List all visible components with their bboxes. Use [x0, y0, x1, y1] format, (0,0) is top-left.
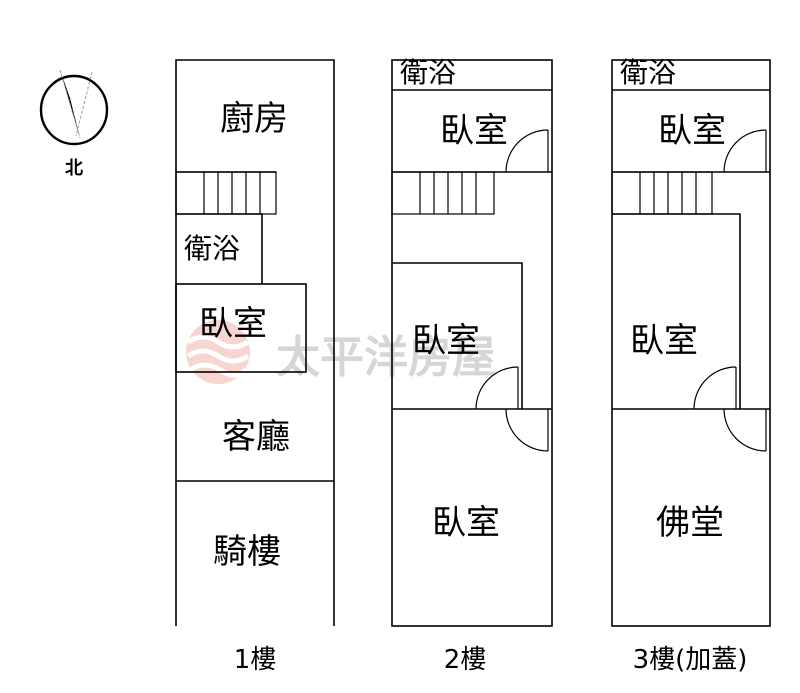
- compass-needle-line: [59, 69, 93, 139]
- room-bathroom: 衛浴: [400, 56, 456, 89]
- door-icon: [505, 408, 549, 452]
- compass-label: 北: [65, 158, 83, 179]
- door-icon: [693, 366, 737, 410]
- floor-label: 2樓: [444, 645, 487, 675]
- door-icon: [723, 408, 767, 452]
- room-living-room: 客廳: [222, 417, 290, 457]
- room-bathroom: 衛浴: [620, 56, 676, 89]
- floor-label: 3樓(加蓋): [633, 645, 748, 675]
- floor-3: 衛浴 臥室 臥室 佛堂 3樓(加蓋): [611, 56, 771, 675]
- room-kitchen: 廚房: [220, 99, 288, 139]
- watermark: 太平洋房屋: [186, 320, 496, 384]
- room-bedroom: 臥室: [432, 503, 500, 543]
- wave-logo-icon: [186, 320, 250, 384]
- stairs-icon: [611, 171, 713, 215]
- room-bedroom: 臥室: [630, 321, 698, 361]
- room-bedroom: 臥室: [440, 111, 508, 151]
- floor-2: 衛浴 臥室 臥室 臥室 2樓: [391, 56, 553, 675]
- room-arcade: 騎樓: [213, 532, 281, 572]
- compass-ring: [39, 74, 109, 146]
- stairs-icon: [391, 171, 495, 215]
- room-bedroom: 臥室: [199, 304, 267, 344]
- door-icon: [723, 129, 767, 173]
- door-icon: [475, 366, 519, 410]
- room-bathroom: 衛浴: [184, 232, 240, 265]
- watermark-text: 太平洋房屋: [276, 332, 496, 383]
- stairs-icon: [175, 171, 277, 215]
- door-icon: [505, 129, 549, 173]
- floor-label: 1樓: [234, 645, 277, 675]
- floor-1: 廚房 衛浴 臥室 客廳 騎樓 1樓: [175, 59, 335, 675]
- room-buddha-hall: 佛堂: [656, 503, 724, 543]
- compass: 北: [39, 69, 109, 179]
- room-bedroom: 臥室: [658, 111, 726, 151]
- room-bedroom: 臥室: [412, 321, 480, 361]
